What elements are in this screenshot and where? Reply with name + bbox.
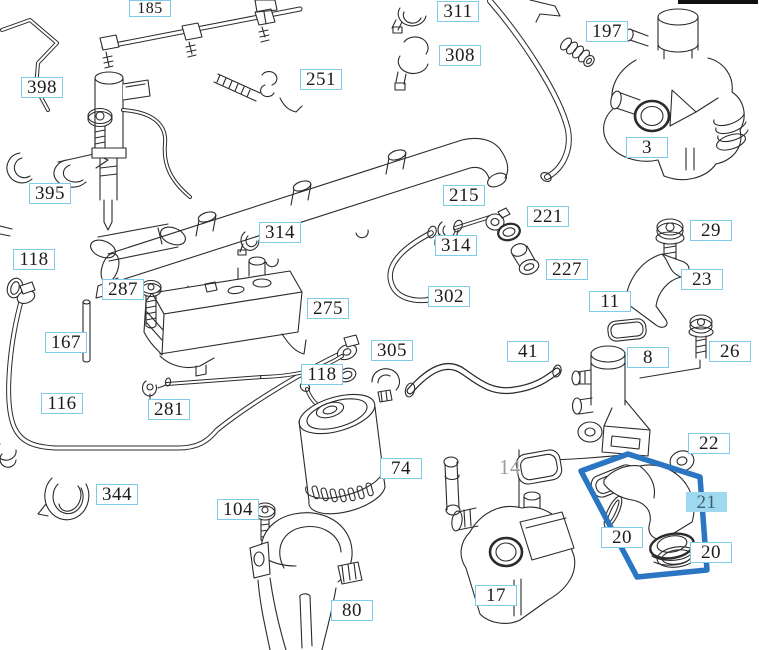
part-305-clamp-drawing [371, 368, 401, 403]
part-label-308[interactable]: 308 [439, 45, 481, 66]
part-23-bracket-drawing [624, 253, 690, 328]
part-label-17[interactable]: 17 [475, 585, 517, 606]
part-label-251[interactable]: 251 [300, 69, 342, 90]
part-label-20-lower[interactable]: 20 [690, 542, 732, 563]
part-label-302[interactable]: 302 [428, 286, 470, 307]
part-26-bolt-drawing [639, 314, 714, 379]
part-label-311[interactable]: 311 [437, 1, 479, 22]
part-label-281[interactable]: 281 [148, 399, 190, 420]
part-label-22[interactable]: 22 [688, 433, 730, 454]
part-label-221[interactable]: 221 [527, 206, 569, 227]
part-clamp-bottom-left-drawing [0, 225, 17, 468]
part-label-118-right[interactable]: 118 [301, 364, 343, 385]
part-311-clamp-drawing [391, 7, 427, 34]
part-fuel-rail-drawing [95, 137, 509, 299]
part-116-hose-drawing [6, 281, 360, 451]
part-label-11[interactable]: 11 [589, 291, 631, 312]
part-label-215[interactable]: 215 [443, 185, 485, 206]
part-label-26[interactable]: 26 [709, 341, 751, 362]
part-label-29[interactable]: 29 [690, 220, 732, 241]
part-227-valve-drawing [510, 243, 540, 275]
part-label-197[interactable]: 197 [586, 21, 628, 42]
part-label-227[interactable]: 227 [546, 259, 588, 280]
cropped-ui-bar [678, 0, 758, 4]
part-label-116[interactable]: 116 [41, 393, 83, 414]
part-314-clamp-mid-drawing [237, 231, 260, 256]
part-287-bolt-drawing [140, 279, 162, 329]
part-label-314-mid[interactable]: 314 [259, 222, 301, 243]
part-pump-cylinder-drawing [90, 223, 186, 262]
part-308-clamp-drawing [394, 36, 429, 91]
part-11-gasket-drawing [607, 318, 647, 342]
part-14-gasket-drawing [515, 449, 563, 485]
part-label-398[interactable]: 398 [21, 77, 63, 98]
part-s-hose-drawing [487, 0, 572, 182]
part-label-344[interactable]: 344 [96, 484, 138, 505]
part-275-cooler-drawing [143, 256, 307, 377]
selection-highlight-polygon [578, 451, 710, 580]
part-74-fuel-filter-drawing [298, 382, 386, 515]
part-injector-drawing [91, 71, 192, 231]
part-344-clip-drawing [37, 477, 90, 521]
part-label-21-selected[interactable]: 21 [686, 492, 727, 512]
part-label-80[interactable]: 80 [331, 600, 373, 621]
part-398-bolt-drawing [87, 107, 113, 159]
part-251-strip-drawing [213, 71, 303, 113]
part-label-23[interactable]: 23 [681, 269, 723, 290]
part-41-hose-drawing [404, 362, 562, 398]
part-label-314-right[interactable]: 314 [435, 235, 477, 256]
part-label-20-upper[interactable]: 20 [601, 527, 643, 548]
part-small-bracket-drawing [529, 0, 561, 23]
part-29-bolt-drawing [655, 218, 685, 263]
part-label-287[interactable]: 287 [102, 279, 144, 300]
part-label-74[interactable]: 74 [380, 458, 422, 479]
part-221-seal-drawing [497, 222, 521, 242]
part-197-stud-drawing [560, 37, 595, 67]
part-185-fuel-line-drawing [99, 0, 303, 69]
part-label-395[interactable]: 395 [29, 183, 71, 204]
part-label-118-left[interactable]: 118 [13, 249, 55, 270]
part-label-14-disabled: 14 [499, 455, 521, 479]
part-label-275[interactable]: 275 [307, 298, 349, 319]
part-80-holder-drawing [249, 512, 363, 650]
part-label-8[interactable]: 8 [627, 347, 669, 368]
part-sensor-pin-drawing [443, 456, 461, 516]
part-label-185[interactable]: 185 [129, 0, 171, 17]
part-label-104[interactable]: 104 [217, 499, 259, 520]
part-label-41[interactable]: 41 [507, 341, 549, 362]
part-215-pipe-drawing [453, 207, 511, 233]
part-label-167[interactable]: 167 [45, 332, 87, 353]
part-label-305[interactable]: 305 [371, 340, 413, 361]
part-label-3[interactable]: 3 [626, 137, 668, 158]
